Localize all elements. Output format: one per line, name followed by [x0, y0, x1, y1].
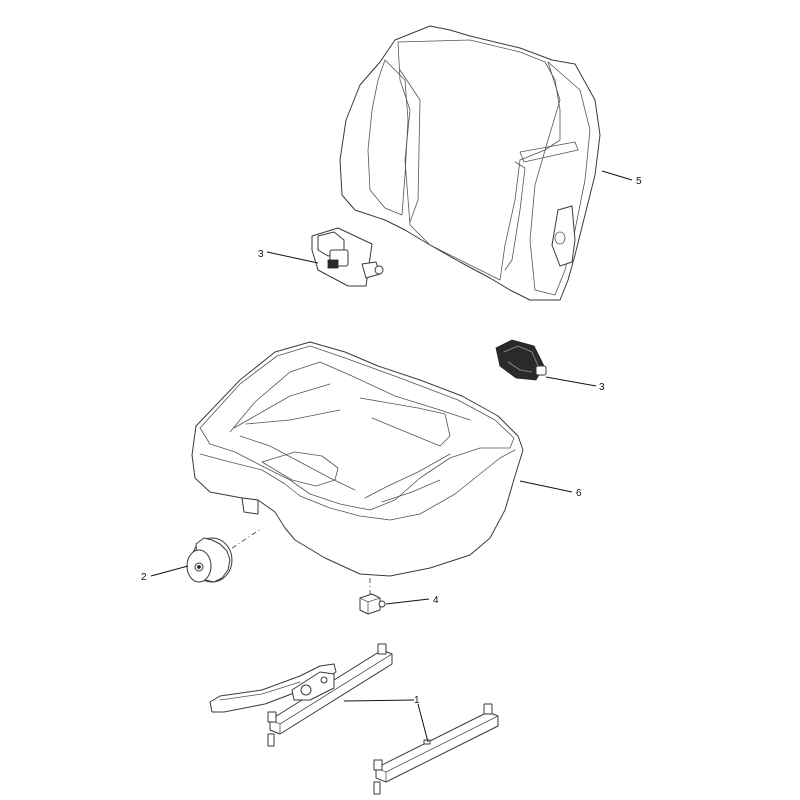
backrest-side-bracket: [551, 205, 576, 267]
pivot-edge: [359, 597, 381, 615]
cushion-thigh-groove-left: [233, 383, 341, 429]
slide-rail-left[interactable]: [209, 643, 393, 747]
backrest-handle-slot: [519, 141, 579, 163]
backrest-panel: [397, 39, 561, 281]
latch-bolt: [535, 365, 547, 376]
cushion-front-notch: [241, 497, 259, 515]
pivot-body: [359, 593, 381, 615]
rail-right-stud-front: [373, 759, 383, 771]
rail-right-stud-rear: [483, 703, 493, 715]
leader-4: [385, 598, 430, 605]
callout-4: 4: [433, 595, 439, 606]
cushion-front-roll: [199, 449, 516, 521]
pivot-pin: [378, 600, 386, 608]
latch-bracket-left[interactable]: [311, 227, 384, 287]
backrest[interactable]: [339, 25, 601, 301]
rail-right-stud-bottom: [373, 781, 381, 795]
adjust-lever: [209, 663, 337, 713]
pivot-block[interactable]: [359, 593, 386, 615]
rail-right-latch-slot: [423, 739, 431, 745]
leader-1b: [417, 703, 429, 743]
rail-left-stud-front: [267, 711, 277, 723]
callout-2: 2: [141, 572, 147, 583]
backrest-right-bolster: [529, 61, 591, 296]
cushion-top-rim: [199, 345, 515, 511]
backrest-handle-recess: [504, 161, 526, 271]
cushion-thigh-groove-right: [364, 453, 451, 503]
leader-5: [601, 170, 633, 181]
rail-left-stud-rear: [377, 643, 387, 655]
leader-2: [150, 565, 189, 577]
adjustment-knob[interactable]: [186, 537, 233, 583]
callout-3-left: 3: [258, 249, 264, 260]
knob-center: [197, 565, 201, 569]
callout-5: 5: [636, 176, 642, 187]
backrest-bolster-seam: [399, 69, 421, 223]
latch-body-highlight: [503, 345, 539, 373]
leader-3-right: [545, 376, 597, 387]
backrest-left-bolster: [367, 59, 409, 216]
leader-3-left: [266, 251, 319, 264]
latch-stud-end: [374, 265, 384, 275]
rail-left-stud-bottom: [267, 733, 275, 747]
leader-1a: [343, 699, 415, 702]
seat-cushion[interactable]: [191, 341, 524, 577]
callout-3-right: 3: [599, 382, 605, 393]
callout-1: 1: [414, 695, 420, 706]
lever-pivot-ring: [300, 684, 312, 696]
cushion-outline: [191, 341, 524, 577]
rail-right-body: [375, 711, 499, 783]
adjust-lever-grip: [219, 681, 301, 701]
lever-bolt: [320, 676, 328, 684]
callout-6: 6: [576, 488, 582, 499]
latch-mechanism-right[interactable]: [495, 339, 547, 381]
latch-bolt-head: [327, 259, 339, 269]
leader-6: [519, 480, 573, 493]
slide-rail-right[interactable]: [373, 703, 499, 795]
cushion-bum-pocket: [261, 451, 339, 487]
cushion-rear-flap: [359, 397, 451, 447]
backrest-bracket-bolt: [554, 231, 566, 245]
cushion-inner-seam: [229, 361, 471, 491]
